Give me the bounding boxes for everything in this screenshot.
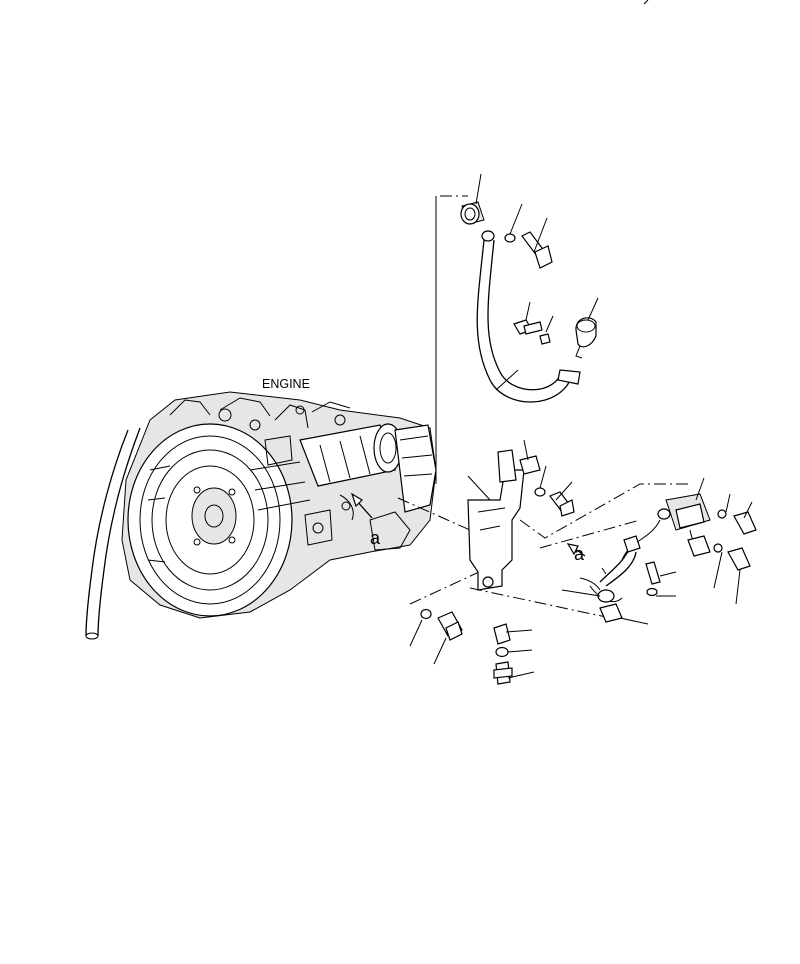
- cable-assembly: [460, 201, 597, 403]
- bracket-assembly: [467, 449, 757, 623]
- view-markers: [350, 492, 586, 557]
- lower-fasteners: [420, 608, 513, 685]
- engine-assembly: [85, 391, 437, 640]
- view-marker-label: a: [574, 544, 585, 564]
- engine-label: ENGINE: [262, 377, 310, 391]
- callout-lines: [409, 173, 753, 679]
- view-marker-label: a: [370, 528, 381, 548]
